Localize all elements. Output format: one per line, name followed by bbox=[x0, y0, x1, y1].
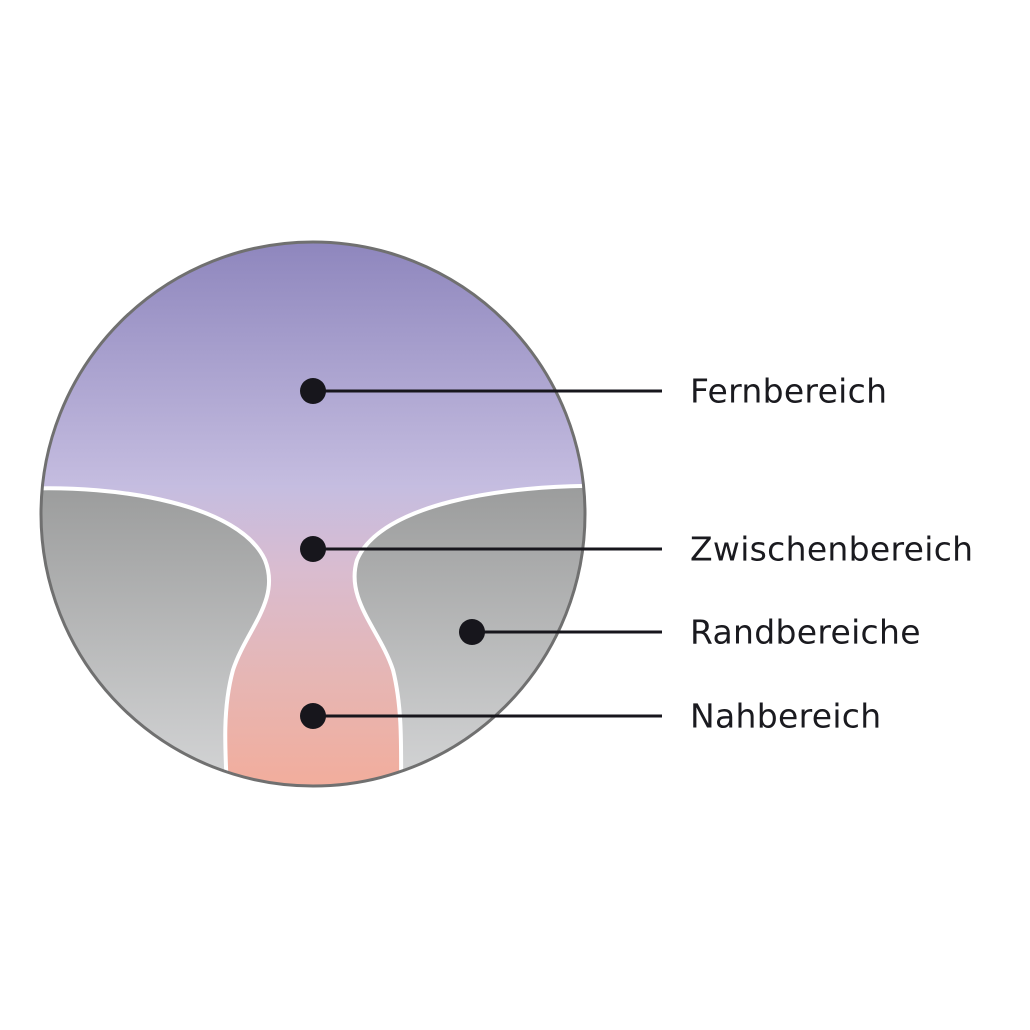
lens-outline bbox=[39, 240, 587, 788]
marker-dot-intermediate bbox=[300, 536, 326, 562]
label-peripheral: Randbereiche bbox=[690, 612, 921, 652]
marker-dot-peripheral bbox=[459, 619, 485, 645]
marker-dot-far bbox=[300, 378, 326, 404]
marker-dot-near bbox=[300, 703, 326, 729]
label-intermediate: Zwischenbereich bbox=[690, 529, 974, 569]
label-far: Fernbereich bbox=[690, 371, 888, 411]
label-near: Nahbereich bbox=[690, 696, 882, 736]
